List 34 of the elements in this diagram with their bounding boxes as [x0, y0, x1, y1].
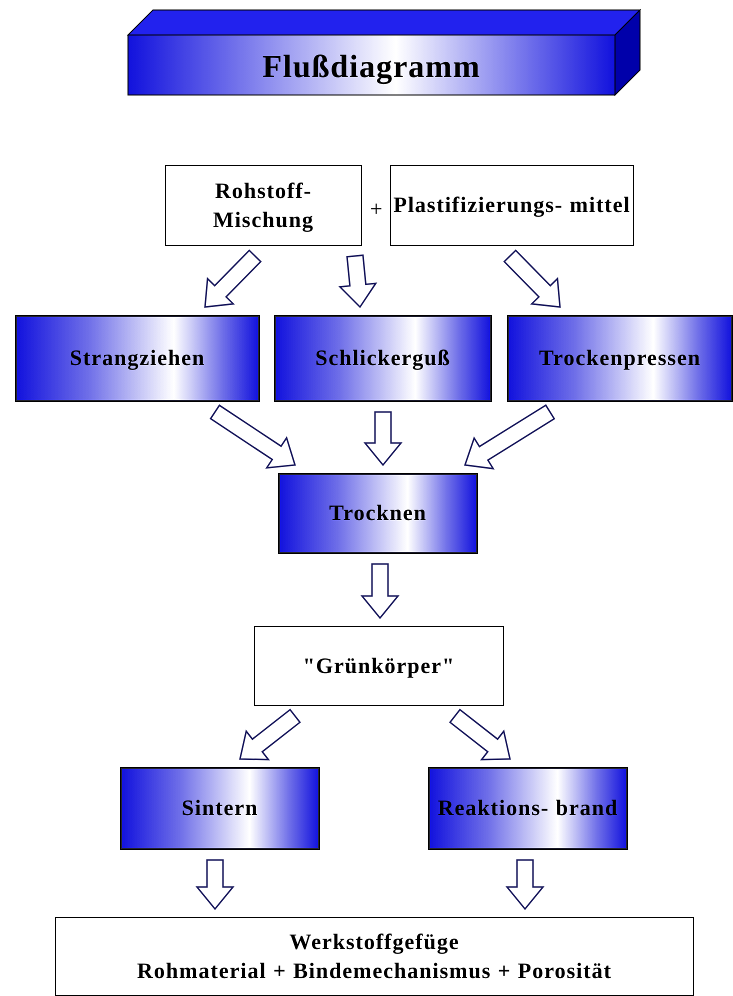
node-text: Plastifizierungs- mittel [393, 191, 631, 220]
block-arrow [363, 411, 403, 466]
block-arrow [338, 254, 378, 308]
process-box [278, 473, 478, 554]
block-arrow [360, 563, 400, 620]
process-box [428, 767, 628, 850]
node-text: Werkstoffgefüge [289, 928, 460, 956]
block-arrow [239, 708, 301, 760]
node-text: Trocknen [329, 499, 427, 528]
node-text: Rohmaterial + Bindemechanismus + Porosität [137, 956, 612, 984]
process-box [507, 315, 733, 402]
plus-sign: + [370, 196, 382, 222]
block-arrow [503, 249, 561, 308]
block-arrow [449, 708, 511, 760]
node-text: Trockenpressen [539, 344, 701, 372]
node-text: Sintern [182, 794, 258, 822]
process-box [15, 315, 260, 402]
block-arrow [210, 404, 296, 469]
block-arrow [464, 404, 556, 470]
result-box [390, 165, 634, 246]
process-box [274, 315, 492, 402]
block-arrow [204, 249, 262, 308]
node-text: Schlickerguß [315, 344, 451, 372]
result-box [165, 165, 362, 246]
block-arrow [505, 859, 545, 910]
node-text: Strangziehen [70, 344, 206, 372]
node-text: Reaktions- brand [438, 794, 618, 822]
result-box [55, 917, 694, 996]
title: Flußdiagramm [261, 48, 482, 85]
node-text: "Grünkörper" [302, 652, 456, 680]
process-box [120, 767, 320, 850]
block-arrow [195, 859, 235, 910]
result-box [254, 626, 504, 706]
node-text: Rohstoff- Mischung [212, 176, 315, 234]
